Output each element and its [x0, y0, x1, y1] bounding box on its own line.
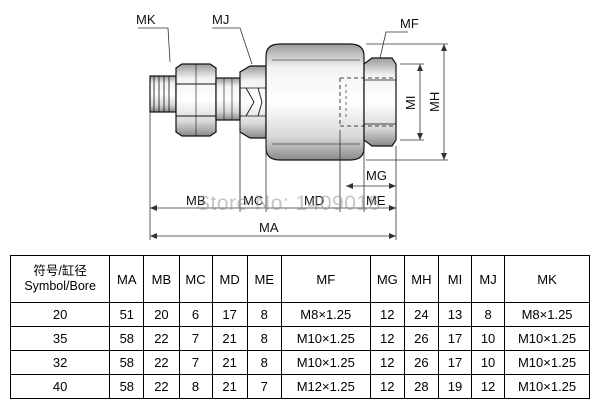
table-cell: 58 — [109, 326, 145, 351]
table-cell: 22 — [143, 374, 180, 399]
table-cell: M12×1.25 — [280, 374, 371, 399]
label-mf: MF — [400, 16, 419, 31]
cell-bore: 20 — [9, 302, 111, 327]
table-cell: 10 — [471, 326, 506, 351]
table-cell: 21 — [211, 374, 248, 399]
table-cell: 6 — [178, 302, 213, 327]
main-body — [265, 43, 365, 161]
table-cell: 12 — [369, 374, 405, 399]
label-me: ME — [366, 193, 386, 208]
table-cell: 17 — [437, 326, 473, 351]
table-cell: 26 — [403, 350, 439, 375]
table-cell: 8 — [246, 350, 282, 375]
col-header: MK — [504, 255, 590, 303]
leader-mf — [379, 31, 408, 59]
table-cell: 58 — [109, 350, 145, 375]
watermark: Store No: 1409018 — [196, 192, 381, 215]
table-cell: 8 — [246, 302, 282, 327]
col-header: ME — [246, 255, 282, 303]
table-cell: 22 — [143, 350, 180, 375]
table-cell: M8×1.25 — [504, 302, 590, 327]
table-cell: M8×1.25 — [280, 302, 371, 327]
header-cn: 符号/缸径 — [33, 264, 87, 278]
table-cell: 24 — [403, 302, 439, 327]
table-cell: 7 — [178, 350, 213, 375]
table-cell: 7 — [246, 374, 282, 399]
cell-bore: 35 — [9, 326, 111, 351]
label-mj: MJ — [212, 12, 229, 27]
leader-mj — [212, 27, 253, 65]
table-cell: 13 — [437, 302, 473, 327]
table-cell: M10×1.25 — [280, 326, 371, 351]
col-header: MJ — [471, 255, 506, 303]
table-cell: 12 — [369, 326, 405, 351]
table-cell: 28 — [403, 374, 439, 399]
header-en: Symbol/Bore — [24, 279, 96, 293]
table-cell: 22 — [143, 326, 180, 351]
col-header: MD — [211, 255, 248, 303]
col-header: MF — [280, 255, 371, 303]
stud-thread — [149, 75, 177, 113]
label-mh: MH — [427, 92, 442, 112]
table-cell: 7 — [178, 326, 213, 351]
col-header: MC — [178, 255, 213, 303]
label-mg: MG — [366, 168, 387, 183]
table-cell: 8 — [246, 326, 282, 351]
lock-nut — [175, 63, 217, 137]
col-header: MG — [369, 255, 405, 303]
table-cell: 12 — [471, 374, 506, 399]
dimension-lines — [138, 27, 448, 240]
col-header: MA — [109, 255, 145, 303]
header-symbol-bore: 符号/缸径 Symbol/Bore — [9, 255, 111, 303]
table-cell: 19 — [437, 374, 473, 399]
leader-mk — [138, 27, 171, 63]
cell-bore: 40 — [9, 374, 111, 399]
technical-drawing: MK MJ MF MI MH MG MB MC MD ME MA — [136, 12, 448, 240]
table-cell: 58 — [109, 374, 145, 399]
collar — [215, 77, 241, 121]
table-cell: 17 — [211, 302, 248, 327]
threaded-end — [339, 57, 397, 147]
col-header: MB — [143, 255, 180, 303]
table-cell: 17 — [437, 350, 473, 375]
col-header: MI — [437, 255, 473, 303]
label-mc: MC — [243, 193, 263, 208]
table-cell: 8 — [178, 374, 213, 399]
dimension-labels: MK MJ MF MI MH MG MB MC MD ME MA — [136, 12, 442, 235]
table-cell: 8 — [471, 302, 506, 327]
col-header: MH — [403, 255, 439, 303]
table-cell: M10×1.25 — [504, 350, 590, 375]
table-cell: M10×1.25 — [504, 374, 590, 399]
table-cell: 26 — [403, 326, 439, 351]
table-cell: 51 — [109, 302, 145, 327]
table-cell: 10 — [471, 350, 506, 375]
label-mb: MB — [186, 193, 206, 208]
label-mi: MI — [403, 96, 418, 110]
table-cell: 12 — [369, 350, 405, 375]
table-header-row: 符号/缸径 Symbol/Bore MA MB MC MD ME MF MG M… — [9, 255, 590, 303]
table-cell: 21 — [211, 326, 248, 351]
dimension-arrows — [150, 44, 447, 239]
label-ma: MA — [259, 220, 279, 235]
cell-bore: 32 — [9, 350, 111, 375]
socket-hex — [239, 65, 267, 139]
label-md: MD — [304, 193, 324, 208]
spec-table: 符号/缸径 Symbol/Bore MA MB MC MD ME MF MG M… — [9, 255, 590, 399]
table-cell: 20 — [143, 302, 180, 327]
table-cell: M10×1.25 — [504, 326, 590, 351]
table-cell: M10×1.25 — [280, 350, 371, 375]
table-cell: 21 — [211, 350, 248, 375]
table-cell: 12 — [369, 302, 405, 327]
label-mk: MK — [136, 12, 156, 27]
floating-joint-part — [149, 43, 397, 161]
